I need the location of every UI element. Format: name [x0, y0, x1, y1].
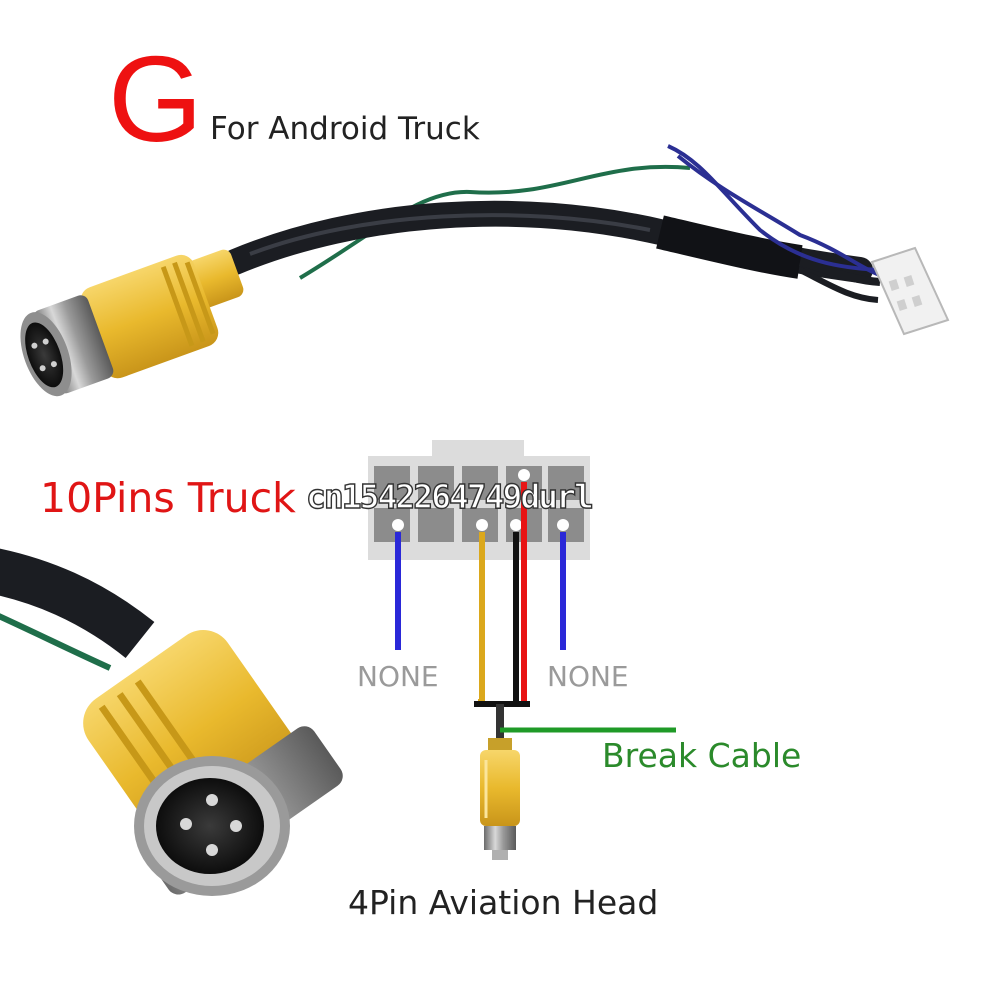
white-pin-connector [870, 246, 950, 336]
rca-plug [480, 738, 520, 860]
closeup-cable [0, 548, 343, 896]
break-cable-label: Break Cable [602, 736, 802, 775]
top-aviation-connector [20, 249, 244, 397]
subtitle-label: For Android Truck [210, 111, 480, 147]
title-letter: G [108, 31, 203, 167]
blue-wire-2 [676, 154, 883, 278]
none-label-left: NONE [357, 660, 439, 693]
seller-watermark: cn1542264749durl [305, 477, 594, 516]
pin-diagram [368, 440, 676, 860]
aviation-head-label: 4Pin Aviation Head [348, 883, 659, 922]
top-cable-assembly [20, 144, 950, 397]
pins-truck-label: 10Pins Truck [40, 474, 296, 522]
none-label-right: NONE [547, 660, 629, 693]
blue-wire-1 [667, 144, 881, 272]
